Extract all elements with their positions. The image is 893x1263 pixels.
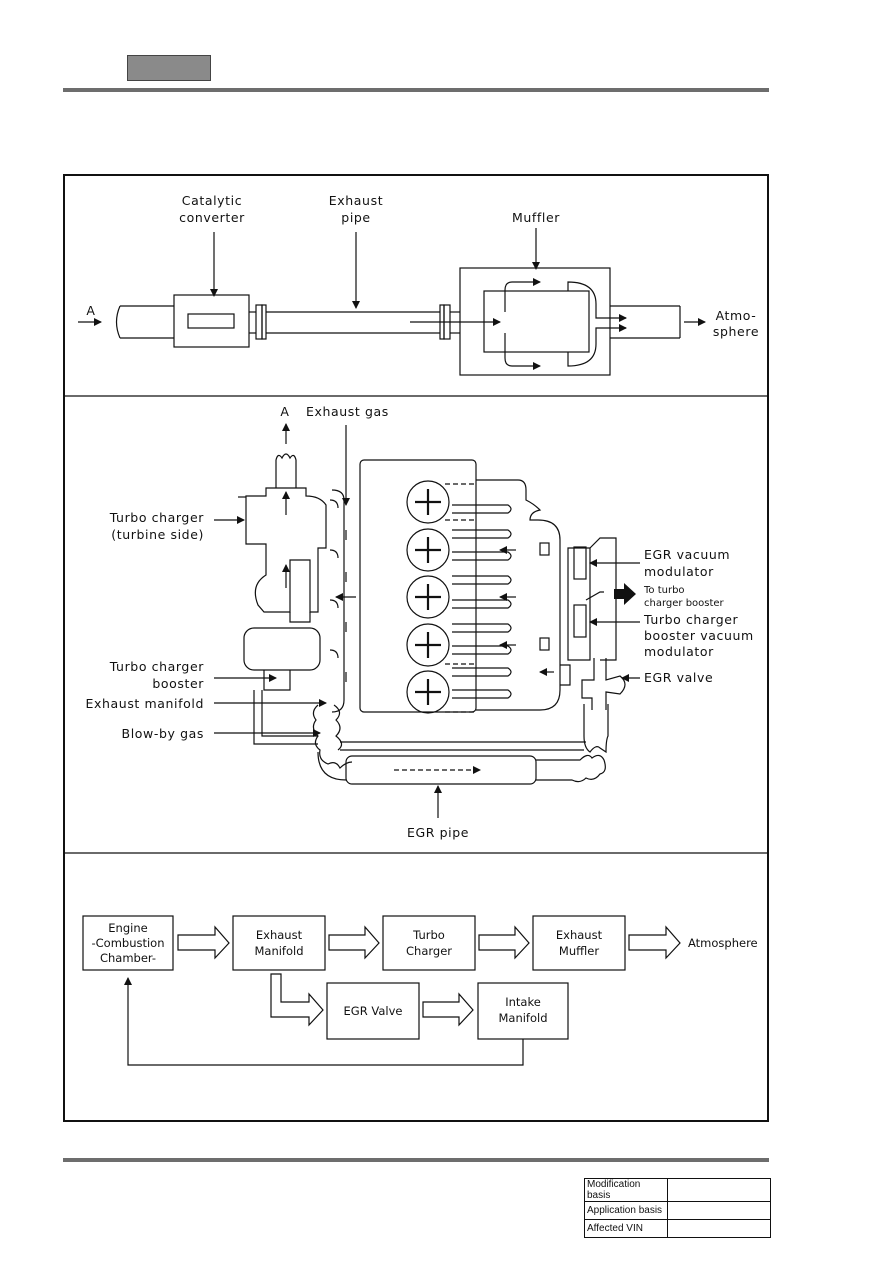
affected-vin-label: Affected VIN <box>584 1219 668 1238</box>
footer-rule <box>63 1158 769 1162</box>
exhaust-manifold-box <box>232 915 326 971</box>
intake-manifold-box-label-2: Manifold <box>498 1011 547 1025</box>
egr-pipe-label: EGR pipe <box>407 825 469 840</box>
flow-arrow-1-icon <box>177 925 230 960</box>
application-basis-value <box>667 1201 771 1220</box>
modification-basis-label: Modification basis <box>584 1178 668 1202</box>
flow-arrow-4-icon <box>628 925 681 960</box>
egr-valve-box <box>326 982 420 1040</box>
egr-vacuum-modulator-label-2: modulator <box>644 564 714 579</box>
turbo-turbine-label-2: (turbine side) <box>111 527 204 542</box>
engine-box <box>82 915 174 971</box>
engine-block <box>359 459 477 713</box>
booster-vacuum-modulator-label-1: Turbo charger <box>643 612 739 627</box>
flow-arrow-intake-icon <box>422 992 474 1027</box>
exhaust-pipe-label-2: pipe <box>341 210 370 225</box>
flow-arrow-2-icon <box>328 925 380 960</box>
modification-basis-value <box>667 1178 771 1202</box>
turbo-charger-box-label-2: Charger <box>406 944 452 958</box>
blow-by-gas-label: Blow-by gas <box>122 726 204 741</box>
table-row: Application basis <box>584 1201 771 1220</box>
revision-table: Modification basis Application basis Aff… <box>584 1178 771 1238</box>
egr-valve-box-label: EGR Valve <box>344 1004 403 1018</box>
figure-frame <box>63 174 769 1122</box>
engine-label-3: Chamber- <box>100 951 156 965</box>
header-tab <box>127 55 211 81</box>
return-line <box>124 977 524 1066</box>
atmosphere-label-2: sphere <box>713 324 759 339</box>
atmosphere-flow-label: Atmosphere <box>688 936 758 950</box>
engine-label-1: Engine <box>108 921 147 935</box>
exhaust-line-diagram <box>115 267 681 376</box>
turbo-charger-box-label-1: Turbo <box>412 928 445 942</box>
to-booster-label-1: To turbo <box>643 585 685 596</box>
flow-arrow-3-icon <box>478 925 530 960</box>
turbo-booster-label-2: booster <box>152 676 204 691</box>
catalytic-converter-body <box>173 294 250 348</box>
turbo-turbine-label-1: Turbo charger <box>109 510 205 525</box>
table-row: Affected VIN <box>584 1219 771 1238</box>
egr-valve-label: EGR valve <box>644 670 713 685</box>
to-booster-arrow-icon <box>614 583 636 605</box>
exhaust-gas-label: Exhaust gas <box>306 404 389 419</box>
exhaust-muffler-box-label-2: Muffler <box>559 944 599 958</box>
to-booster-label-2: charger booster <box>644 598 725 609</box>
engine-label-2: -Combustion <box>91 936 164 950</box>
exhaust-muffler-box-label-1: Exhaust <box>556 928 603 942</box>
exhaust-muffler-box <box>532 915 626 971</box>
intake-manifold-box-label-1: Intake <box>505 995 541 1009</box>
application-basis-label: Application basis <box>584 1201 668 1220</box>
exhaust-pipe-label-1: Exhaust <box>329 193 383 208</box>
table-row: Modification basis <box>584 1178 771 1202</box>
header-rule <box>63 88 769 92</box>
exhaust-manifold-box-label-2: Manifold <box>254 944 303 958</box>
atmosphere-label-1: Atmo- <box>716 308 757 323</box>
catalytic-converter-label-1: Catalytic <box>182 193 242 208</box>
affected-vin-value <box>667 1219 771 1238</box>
egr-vacuum-modulator-label-1: EGR vacuum <box>644 547 730 562</box>
catalytic-converter-label-2: converter <box>179 210 245 225</box>
turbo-booster-label-1: Turbo charger <box>109 659 205 674</box>
engine-egr-diagram <box>238 453 626 785</box>
egr-pipe-body <box>345 755 537 785</box>
turbo-charger-box <box>382 915 476 971</box>
booster-vacuum-modulator-label-3: modulator <box>644 644 714 659</box>
exhaust-manifold-label: Exhaust manifold <box>86 696 204 711</box>
muffler-label: Muffler <box>512 210 560 225</box>
flow-arrow-egr-icon <box>270 973 324 1027</box>
inlet-marker-a: A <box>86 303 95 318</box>
booster-vacuum-modulator-label-2: booster vacuum <box>644 628 754 643</box>
exhaust-manifold-box-label-1: Exhaust <box>256 928 303 942</box>
outlet-marker-a: A <box>280 404 289 419</box>
